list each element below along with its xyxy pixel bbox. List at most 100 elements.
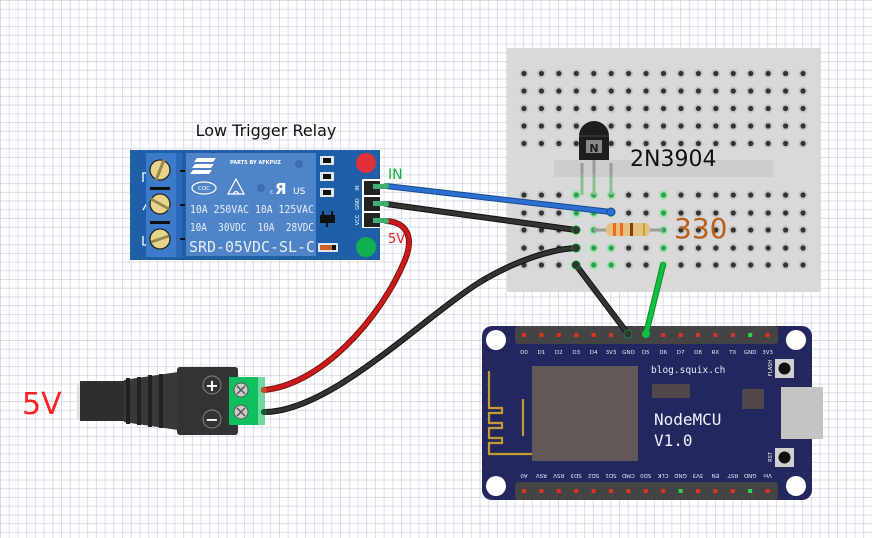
breadboard-hole[interactable] bbox=[695, 123, 702, 129]
breadboard-hole[interactable] bbox=[660, 70, 667, 77]
breadboard-hole[interactable] bbox=[521, 105, 527, 112]
breadboard-hole[interactable] bbox=[626, 123, 632, 129]
breadboard-hole[interactable] bbox=[730, 245, 736, 251]
breadboard-hole[interactable] bbox=[713, 227, 719, 233]
breadboard-hole[interactable] bbox=[626, 210, 632, 216]
breadboard-hole[interactable] bbox=[538, 192, 545, 198]
pin-clk[interactable] bbox=[661, 489, 666, 493]
breadboard-hole[interactable] bbox=[678, 88, 684, 94]
breadboard-hole[interactable] bbox=[765, 88, 771, 94]
breadboard-hole[interactable] bbox=[626, 245, 632, 251]
breadboard-hole[interactable] bbox=[695, 210, 702, 216]
breadboard-hole[interactable] bbox=[660, 105, 667, 112]
wire-in-signal[interactable] bbox=[384, 184, 613, 214]
pin-gnd[interactable] bbox=[748, 333, 753, 337]
breadboard-hole[interactable] bbox=[678, 123, 684, 129]
pin-d1[interactable] bbox=[539, 333, 544, 337]
breadboard-hole[interactable] bbox=[713, 245, 719, 251]
breadboard-hole[interactable] bbox=[748, 88, 754, 94]
breadboard-hole[interactable] bbox=[538, 262, 545, 268]
pin-sd2[interactable] bbox=[591, 489, 596, 493]
breadboard-hole[interactable] bbox=[765, 123, 771, 129]
breadboard-hole[interactable] bbox=[556, 192, 562, 198]
breadboard-hole[interactable] bbox=[591, 105, 597, 112]
breadboard-hole[interactable] bbox=[800, 105, 806, 112]
breadboard-hole[interactable] bbox=[591, 70, 597, 77]
breadboard-hole[interactable] bbox=[556, 88, 562, 94]
breadboard-hole[interactable] bbox=[678, 210, 684, 216]
breadboard-hole[interactable] bbox=[573, 123, 579, 129]
usb-port[interactable] bbox=[781, 387, 823, 439]
pin-tx[interactable] bbox=[730, 333, 735, 337]
pin-cmd[interactable] bbox=[626, 489, 631, 493]
breadboard-hole[interactable] bbox=[713, 70, 719, 77]
breadboard-hole[interactable] bbox=[713, 105, 719, 112]
breadboard-hole[interactable] bbox=[591, 88, 597, 94]
breadboard-hole[interactable] bbox=[521, 70, 527, 77]
breadboard-hole[interactable] bbox=[748, 123, 754, 129]
breadboard-hole[interactable] bbox=[521, 227, 527, 233]
breadboard-hole[interactable] bbox=[748, 227, 754, 233]
breadboard-hole[interactable] bbox=[573, 140, 579, 147]
pin-3v3[interactable] bbox=[765, 333, 770, 337]
breadboard-hole[interactable] bbox=[765, 192, 771, 198]
breadboard-hole[interactable] bbox=[730, 123, 736, 129]
breadboard-hole[interactable] bbox=[695, 105, 702, 112]
breadboard-hole[interactable] bbox=[521, 123, 527, 129]
breadboard-hole[interactable] bbox=[643, 105, 649, 112]
breadboard-hole[interactable] bbox=[573, 210, 579, 216]
breadboard-hole[interactable] bbox=[591, 245, 597, 251]
breadboard-hole[interactable] bbox=[730, 105, 736, 112]
breadboard-hole[interactable] bbox=[730, 88, 736, 94]
breadboard-hole[interactable] bbox=[678, 227, 684, 233]
wire-mcu-d5[interactable] bbox=[644, 263, 665, 336]
breadboard-hole[interactable] bbox=[626, 262, 632, 268]
breadboard-hole[interactable] bbox=[521, 88, 527, 94]
breadboard-hole[interactable] bbox=[538, 227, 545, 233]
breadboard-hole[interactable] bbox=[713, 210, 719, 216]
pin-gnd[interactable] bbox=[678, 489, 683, 493]
breadboard-hole[interactable] bbox=[800, 227, 806, 233]
breadboard-hole[interactable] bbox=[783, 245, 789, 251]
breadboard-hole[interactable] bbox=[660, 140, 667, 147]
pin-rx[interactable] bbox=[713, 333, 718, 337]
breadboard-hole[interactable] bbox=[765, 140, 771, 147]
breadboard-hole[interactable] bbox=[695, 192, 702, 198]
breadboard-hole[interactable] bbox=[748, 245, 754, 251]
breadboard-hole[interactable] bbox=[695, 140, 702, 147]
breadboard-hole[interactable] bbox=[800, 70, 806, 77]
breadboard-hole[interactable] bbox=[695, 70, 702, 77]
breadboard-hole[interactable] bbox=[765, 227, 771, 233]
breadboard-hole[interactable] bbox=[678, 105, 684, 112]
breadboard-hole[interactable] bbox=[643, 123, 649, 129]
breadboard-hole[interactable] bbox=[608, 105, 614, 112]
breadboard-hole[interactable] bbox=[730, 227, 736, 233]
pin-sd0[interactable] bbox=[643, 489, 648, 493]
pin-a0[interactable] bbox=[522, 489, 526, 493]
breadboard-hole[interactable] bbox=[765, 262, 771, 268]
breadboard-hole[interactable] bbox=[800, 192, 806, 198]
breadboard-hole[interactable] bbox=[643, 245, 649, 251]
breadboard-hole[interactable] bbox=[538, 210, 545, 216]
pin-3v3[interactable] bbox=[696, 489, 700, 493]
breadboard-hole[interactable] bbox=[538, 123, 545, 129]
pin-d4[interactable] bbox=[591, 333, 596, 337]
breadboard-hole[interactable] bbox=[713, 123, 719, 129]
breadboard-hole[interactable] bbox=[556, 210, 562, 216]
breadboard-hole[interactable] bbox=[626, 192, 632, 198]
breadboard-hole[interactable] bbox=[748, 192, 754, 198]
breadboard-hole[interactable] bbox=[800, 210, 806, 216]
breadboard-hole[interactable] bbox=[765, 70, 771, 77]
breadboard-hole[interactable] bbox=[556, 140, 562, 147]
pin-d8[interactable] bbox=[696, 333, 700, 337]
breadboard-hole[interactable] bbox=[800, 245, 806, 251]
pin-d2[interactable] bbox=[556, 333, 561, 337]
breadboard-hole[interactable] bbox=[556, 70, 562, 77]
wire-mcu-gnd[interactable] bbox=[574, 263, 630, 336]
breadboard-hole[interactable] bbox=[783, 262, 789, 268]
wire-relay-vcc[interactable] bbox=[262, 219, 411, 392]
breadboard-hole[interactable] bbox=[713, 88, 719, 94]
pin-gnd[interactable] bbox=[748, 489, 753, 493]
breadboard-hole[interactable] bbox=[765, 105, 771, 112]
breadboard-hole[interactable] bbox=[643, 70, 649, 77]
